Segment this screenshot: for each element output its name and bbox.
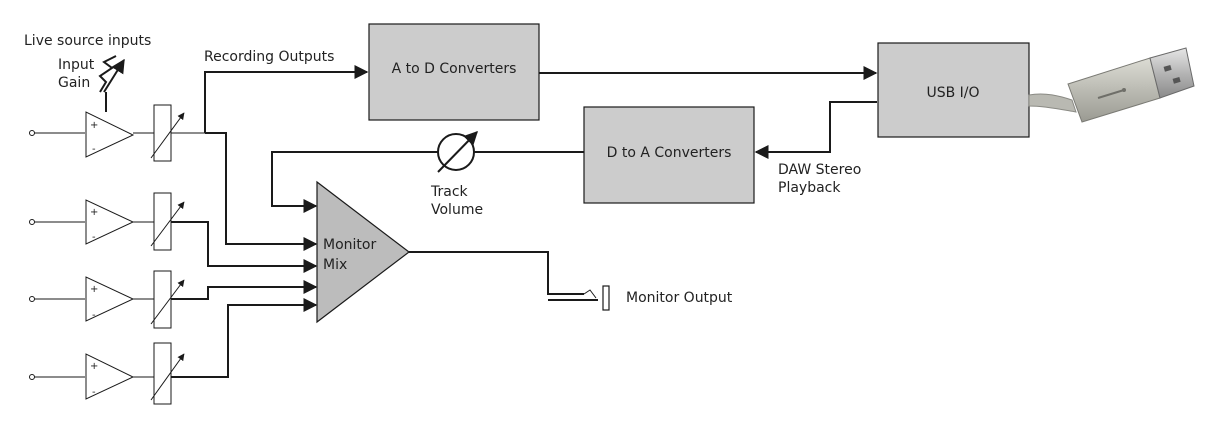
minus-sign: - [92, 144, 96, 155]
a-to-d-converters-block: A to D Converters [368, 23, 540, 121]
ch2-to-mix-wire [171, 221, 318, 273]
fader-icon [153, 342, 172, 405]
plus-sign: + [90, 207, 98, 218]
recording-outputs-wire [204, 65, 369, 133]
usb-io-block: USB I/O [877, 42, 1030, 138]
daw-stereo-label-line2: Playback [778, 180, 841, 196]
ch4-to-mix-wire [171, 298, 318, 378]
a-to-d-label: A to D Converters [392, 61, 517, 77]
d-to-a-label: D to A Converters [607, 145, 732, 161]
monitor-output-label: Monitor Output [626, 290, 733, 306]
input-gain-label-line1: Input [58, 57, 95, 73]
input-gain-arrow-icon [98, 55, 125, 112]
plus-sign: + [90, 361, 98, 372]
preamp-icon [85, 111, 135, 158]
monitor-mix-label-line1: Monitor [323, 237, 376, 253]
minus-sign: - [92, 387, 96, 398]
input-channel-4: + - [29, 342, 185, 405]
ch3-to-mix-wire [171, 280, 318, 300]
plus-sign: + [90, 284, 98, 295]
input-channel-2: + - [29, 192, 185, 251]
preamp-icon [85, 276, 135, 322]
mix-to-output-wire [409, 251, 584, 295]
fader-icon [153, 192, 172, 251]
minus-sign: - [92, 310, 96, 321]
plus-sign: + [90, 120, 98, 131]
usb-to-da-wire [754, 101, 877, 159]
fader-icon [153, 104, 172, 162]
monitor-mix-label-line2: Mix [323, 257, 347, 273]
usb-io-label: USB I/O [926, 85, 979, 101]
live-source-inputs-label: Live source inputs [24, 33, 151, 49]
fader-icon [153, 270, 172, 329]
input-channel-3: + - [29, 270, 185, 329]
volume-to-mix-wire [271, 151, 438, 213]
daw-stereo-label-line1: DAW Stereo [778, 162, 861, 178]
recording-outputs-label: Recording Outputs [204, 49, 334, 65]
monitor-output-jack-icon [583, 285, 610, 311]
d-to-a-converters-block: D to A Converters [583, 106, 755, 204]
preamp-icon [85, 199, 135, 245]
input-channel-1: + - [29, 104, 205, 162]
track-volume-label-line1: Track [430, 184, 469, 200]
usb-plug-icon [1028, 47, 1195, 123]
ch1-to-mix-wire [205, 132, 318, 251]
preamp-icon [85, 353, 135, 400]
minus-sign: - [92, 232, 96, 243]
track-volume-knob-icon [437, 130, 478, 173]
monitor-mix-amp: Monitor Mix [316, 180, 410, 324]
track-volume-label-line2: Volume [431, 202, 483, 218]
input-gain-label-line2: Gain [58, 75, 90, 91]
